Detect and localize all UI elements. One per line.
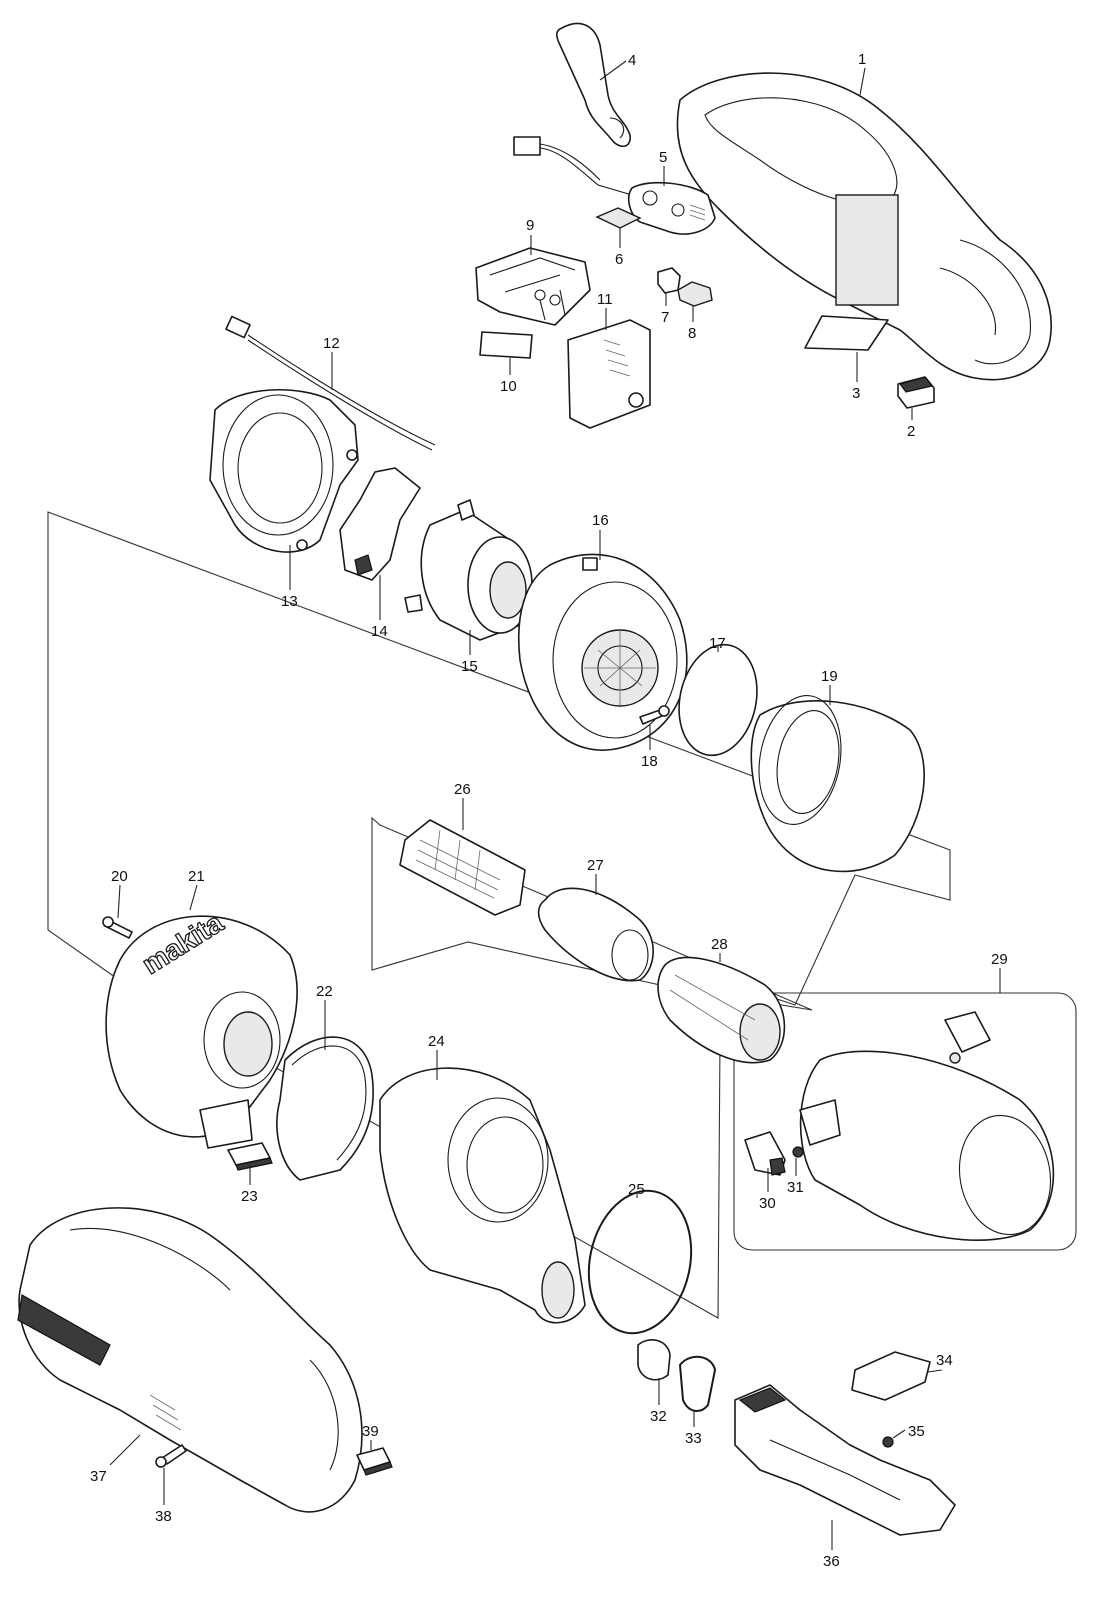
part-2-clip bbox=[897, 376, 935, 409]
callout-6: 6 bbox=[615, 251, 623, 268]
part-37-housing bbox=[17, 1207, 363, 1513]
part-11-controller bbox=[567, 319, 651, 429]
part-14-brush-holder bbox=[339, 467, 421, 581]
part-26-filter-frame bbox=[399, 819, 526, 916]
part-39-pad bbox=[356, 1447, 393, 1476]
callout-2: 2 bbox=[907, 423, 915, 440]
part-27-sponge bbox=[537, 887, 654, 982]
part-16-fan-housing bbox=[517, 553, 688, 751]
callout-37: 37 bbox=[90, 1468, 107, 1485]
part-6-board bbox=[595, 207, 642, 229]
callout-17: 17 bbox=[709, 635, 726, 652]
callout-12: 12 bbox=[323, 335, 340, 352]
part-1-housing bbox=[676, 72, 1052, 381]
callout-33: 33 bbox=[685, 1430, 702, 1447]
leader-lines bbox=[109, 60, 1001, 1550]
part-22-seal-ring bbox=[276, 1036, 374, 1181]
callout-7: 7 bbox=[661, 309, 669, 326]
callout-13: 13 bbox=[281, 593, 298, 610]
callout-1: 1 bbox=[858, 51, 866, 68]
callout-5: 5 bbox=[659, 149, 667, 166]
callout-31: 31 bbox=[787, 1179, 804, 1196]
callout-21: 21 bbox=[188, 868, 205, 885]
callout-39: 39 bbox=[362, 1423, 379, 1440]
callout-38: 38 bbox=[155, 1508, 172, 1525]
part-28-filter bbox=[657, 956, 786, 1064]
callout-16: 16 bbox=[592, 512, 609, 529]
callout-20: 20 bbox=[111, 868, 128, 885]
part-9-terminal-block bbox=[475, 247, 591, 326]
part-5-switch-panel bbox=[513, 136, 716, 235]
callout-23: 23 bbox=[241, 1188, 258, 1205]
callout-28: 28 bbox=[711, 936, 728, 953]
part-19-prefilter bbox=[750, 695, 925, 873]
part-3-label bbox=[804, 315, 889, 351]
callout-34: 34 bbox=[936, 1352, 953, 1369]
part-36-nozzle bbox=[734, 1384, 956, 1536]
assembly-frame-dust-case bbox=[733, 992, 1077, 1251]
callout-29: 29 bbox=[991, 951, 1008, 968]
part-23-pad bbox=[227, 1142, 273, 1171]
part-13-motor-bracket bbox=[209, 388, 359, 553]
part-32-cap bbox=[637, 1339, 671, 1381]
part-29-dust-case bbox=[799, 1011, 1055, 1241]
part-30-latch bbox=[744, 1131, 786, 1176]
callout-19: 19 bbox=[821, 668, 838, 685]
part-17-disc-filter bbox=[678, 643, 758, 757]
callout-35: 35 bbox=[908, 1423, 925, 1440]
callout-26: 26 bbox=[454, 781, 471, 798]
part-10-label bbox=[479, 331, 533, 359]
callout-9: 9 bbox=[526, 217, 534, 234]
callout-15: 15 bbox=[461, 658, 478, 675]
part-15-motor bbox=[404, 499, 534, 641]
part-35-spring bbox=[882, 1436, 894, 1448]
part-25-o-ring bbox=[587, 1189, 693, 1335]
callout-11: 11 bbox=[597, 291, 613, 308]
callout-32: 32 bbox=[650, 1408, 667, 1425]
part-24-cyclone-body bbox=[379, 1067, 586, 1324]
part-31-spring bbox=[792, 1146, 804, 1158]
callout-8: 8 bbox=[688, 325, 696, 342]
callout-22: 22 bbox=[316, 983, 333, 1000]
callout-36: 36 bbox=[823, 1553, 840, 1570]
callout-30: 30 bbox=[759, 1195, 776, 1212]
callout-10: 10 bbox=[500, 378, 517, 395]
part-38-screw bbox=[155, 1444, 187, 1468]
callout-3: 3 bbox=[852, 385, 860, 402]
part-34-latch-cover bbox=[851, 1351, 931, 1401]
callout-4: 4 bbox=[628, 52, 636, 69]
callout-27: 27 bbox=[587, 857, 604, 874]
part-4-strap bbox=[556, 22, 631, 148]
part-18-screw bbox=[639, 705, 670, 725]
part-12-wire bbox=[225, 315, 436, 451]
part-8-switch bbox=[677, 281, 713, 307]
callout-24: 24 bbox=[428, 1033, 445, 1050]
part-20-screw bbox=[102, 916, 133, 939]
callout-14: 14 bbox=[371, 623, 388, 640]
callout-labels: 1 2 3 4 5 6 7 8 9 10 11 12 13 14 15 16 1… bbox=[90, 51, 1008, 1570]
callout-18: 18 bbox=[641, 753, 658, 770]
part-7-terminal bbox=[657, 267, 681, 294]
part-33-seal bbox=[678, 1355, 717, 1412]
part-21-front-cover: makita bbox=[105, 906, 298, 1149]
callout-25: 25 bbox=[628, 1181, 645, 1198]
